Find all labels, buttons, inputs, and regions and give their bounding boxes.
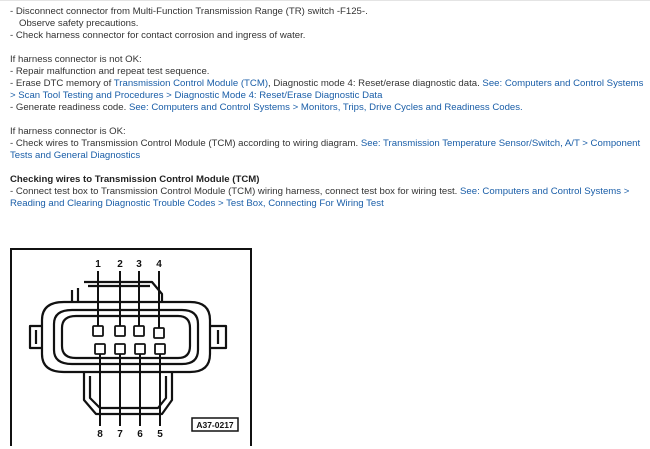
pin-labels-bottom: 8 7 6 5: [97, 429, 163, 440]
pin-label-5: 5: [157, 429, 163, 440]
pin-label-2: 2: [117, 259, 123, 270]
test-box-link[interactable]: See: Computers and Control Systems > Rea…: [10, 186, 630, 209]
instructions: - Disconnect connector from Multi-Functi…: [10, 6, 646, 210]
step-readiness: - Generate readiness code. See: Computer…: [10, 102, 646, 114]
step-disconnect: - Disconnect connector from Multi-Functi…: [10, 6, 368, 17]
pin-label-7: 7: [117, 429, 123, 440]
connect-text: - Connect test box to Transmission Contr…: [10, 186, 461, 197]
pin-label-1: 1: [95, 259, 101, 270]
ok-heading: If harness connector is OK:: [10, 126, 126, 137]
not-ok-heading: If harness connector is not OK:: [10, 54, 142, 65]
tcm-link[interactable]: Transmission Control Module (TCM): [113, 78, 269, 89]
readiness-text: - Generate readiness code.: [10, 102, 129, 113]
pin-label-6: 6: [137, 429, 143, 440]
check-wires-text: - Check wires to Transmission Control Mo…: [10, 138, 361, 149]
top-divider: [0, 0, 650, 1]
erase-text-1: - Erase DTC memory of: [10, 78, 114, 89]
step-erase-dtc: - Erase DTC memory of Transmission Contr…: [10, 78, 646, 102]
step-safety: Observe safety precautions.: [19, 18, 139, 29]
connector-diagram: 1 2 3 4 8 7 6 5: [10, 248, 252, 446]
erase-text-2: , Diagnostic mode 4: Reset/erase diagnos…: [268, 78, 483, 89]
section-heading-checking-wires: Checking wires to Transmission Control M…: [10, 174, 260, 185]
pin-label-8: 8: [97, 429, 103, 440]
step-check-wires: - Check wires to Transmission Control Mo…: [10, 138, 646, 162]
pin-label-3: 3: [136, 259, 142, 270]
connector-drawing: 1 2 3 4 8 7 6 5: [28, 259, 239, 440]
figure-id: A37-0217: [196, 420, 234, 430]
step-check-harness: - Check harness connector for contact co…: [10, 30, 306, 41]
temperature-sensor-link[interactable]: See: Transmission Temperature Sensor/Swi…: [10, 138, 641, 161]
diagnostic-mode-4-link[interactable]: See: Computers and Control Systems > Sca…: [10, 78, 644, 101]
pin-label-4: 4: [156, 259, 162, 270]
readiness-codes-link[interactable]: See: Computers and Control Systems > Mon…: [128, 102, 523, 113]
pin-terminals: [92, 325, 166, 355]
step-repair: - Repair malfunction and repeat test seq…: [10, 66, 210, 77]
connector-body: [28, 280, 228, 416]
step-connect-test-box: - Connect test box to Transmission Contr…: [10, 186, 646, 210]
pin-labels-top: 1 2 3 4: [95, 259, 162, 270]
clipped-caption: [10, 438, 252, 446]
figure-id-box: A37-0217: [191, 417, 239, 432]
leader-lines: [97, 271, 161, 426]
